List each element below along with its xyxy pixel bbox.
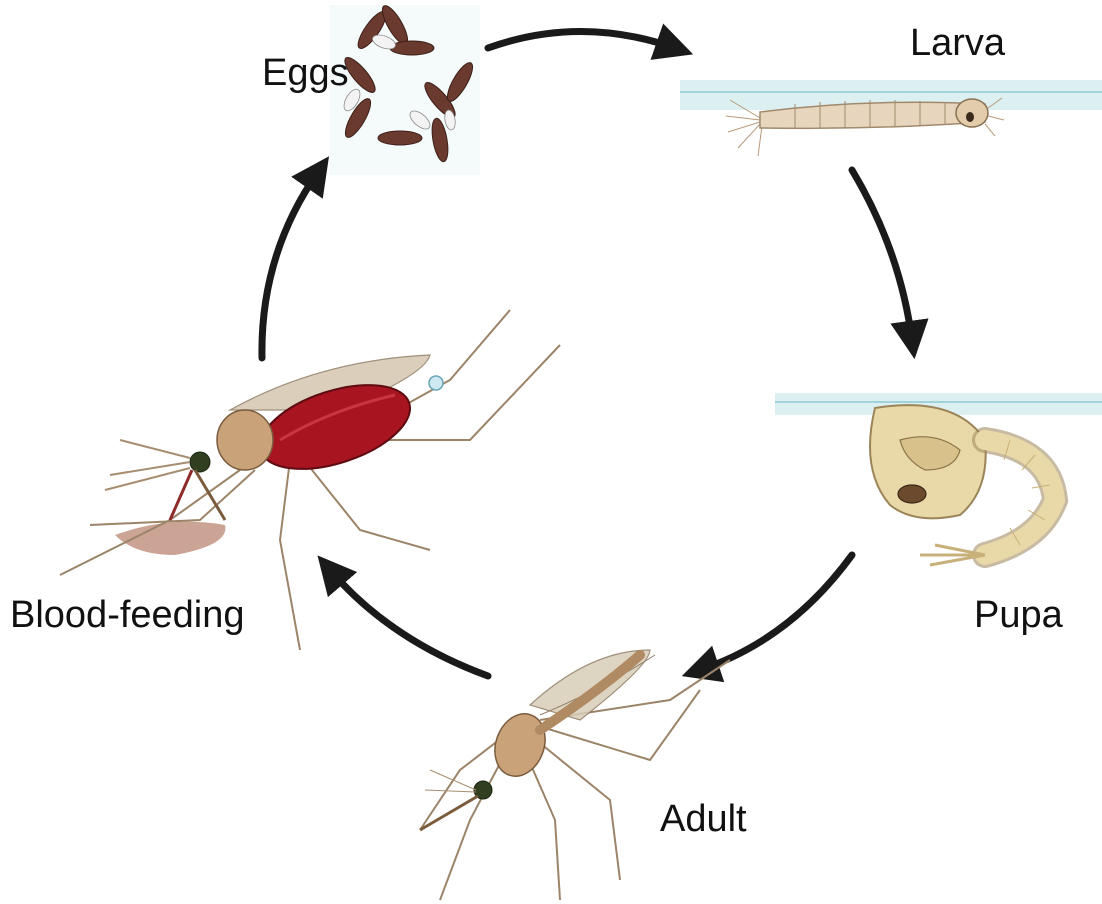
arrow-bloodfeeding-to-eggs bbox=[262, 172, 318, 358]
arrow-larva-to-pupa bbox=[852, 170, 912, 340]
pupa-illustration bbox=[775, 393, 1102, 565]
arrow-adult-to-bloodfeeding bbox=[330, 570, 488, 676]
stage-label-adult: Adult bbox=[660, 798, 747, 841]
stage-label-eggs: Eggs bbox=[262, 52, 349, 95]
larva-illustration bbox=[680, 80, 1102, 156]
adult-mosquito-illustration bbox=[420, 650, 730, 900]
eggs-illustration bbox=[330, 2, 480, 175]
stage-label-blood-feeding: Blood-feeding bbox=[10, 594, 245, 637]
arrow-pupa-to-adult bbox=[700, 555, 852, 670]
stage-label-pupa: Pupa bbox=[974, 594, 1063, 637]
stage-label-larva: Larva bbox=[910, 22, 1005, 65]
arrow-eggs-to-larva bbox=[488, 32, 675, 49]
